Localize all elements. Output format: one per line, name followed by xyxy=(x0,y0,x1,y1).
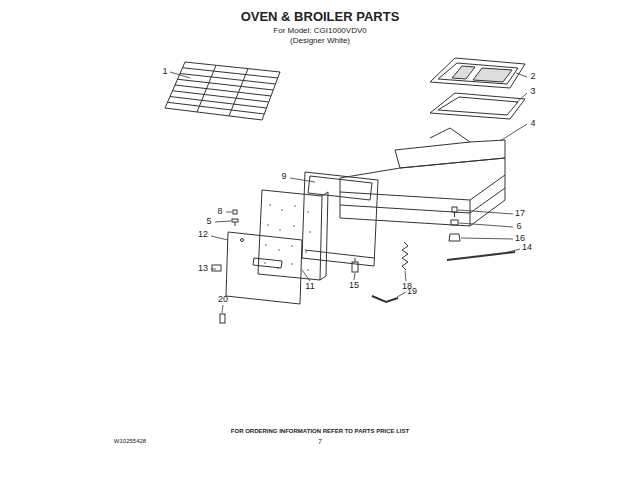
color-line: (Designer White) xyxy=(290,37,350,46)
callout-number: 8 xyxy=(217,207,222,217)
oven-rack xyxy=(165,62,280,120)
callout-number: 11 xyxy=(305,282,314,292)
door-foot xyxy=(220,314,225,323)
callout-number: 1 xyxy=(162,67,167,77)
drawer-rod xyxy=(447,252,515,260)
document-number: W10255428 xyxy=(114,438,146,445)
outer-door xyxy=(226,232,302,304)
callout-number: 5 xyxy=(206,217,211,227)
model-line: For Model: CGI1000VDV0 xyxy=(273,27,366,36)
drawer-handle xyxy=(212,265,221,271)
callout-number: 14 xyxy=(522,243,532,253)
footer-note: FOR ORDERING INFORMATION REFER TO PARTS … xyxy=(231,428,409,435)
callout-number: 3 xyxy=(530,87,535,97)
page-title: OVEN & BROILER PARTS xyxy=(241,10,400,24)
callout-number: 12 xyxy=(198,230,208,240)
callout-number: 2 xyxy=(530,72,535,82)
callout-number: 20 xyxy=(218,295,228,305)
leader-lines xyxy=(170,72,527,313)
bracket xyxy=(372,296,398,302)
callout-number: 6 xyxy=(516,222,521,232)
broiler-pan xyxy=(430,93,525,119)
spring xyxy=(402,242,408,270)
small-parts xyxy=(449,207,460,241)
callout-number: 17 xyxy=(515,209,525,219)
page-number: 7 xyxy=(318,438,322,446)
callout-number: 4 xyxy=(530,119,535,129)
callout-number: 15 xyxy=(349,281,359,291)
callout-number: 19 xyxy=(407,287,417,297)
callout-number: 13 xyxy=(198,264,208,274)
screws xyxy=(232,210,238,226)
callout-number: 9 xyxy=(281,172,286,182)
inner-door-panel xyxy=(302,172,378,266)
drawer-slide xyxy=(352,258,358,272)
broiler-grid xyxy=(430,58,525,88)
